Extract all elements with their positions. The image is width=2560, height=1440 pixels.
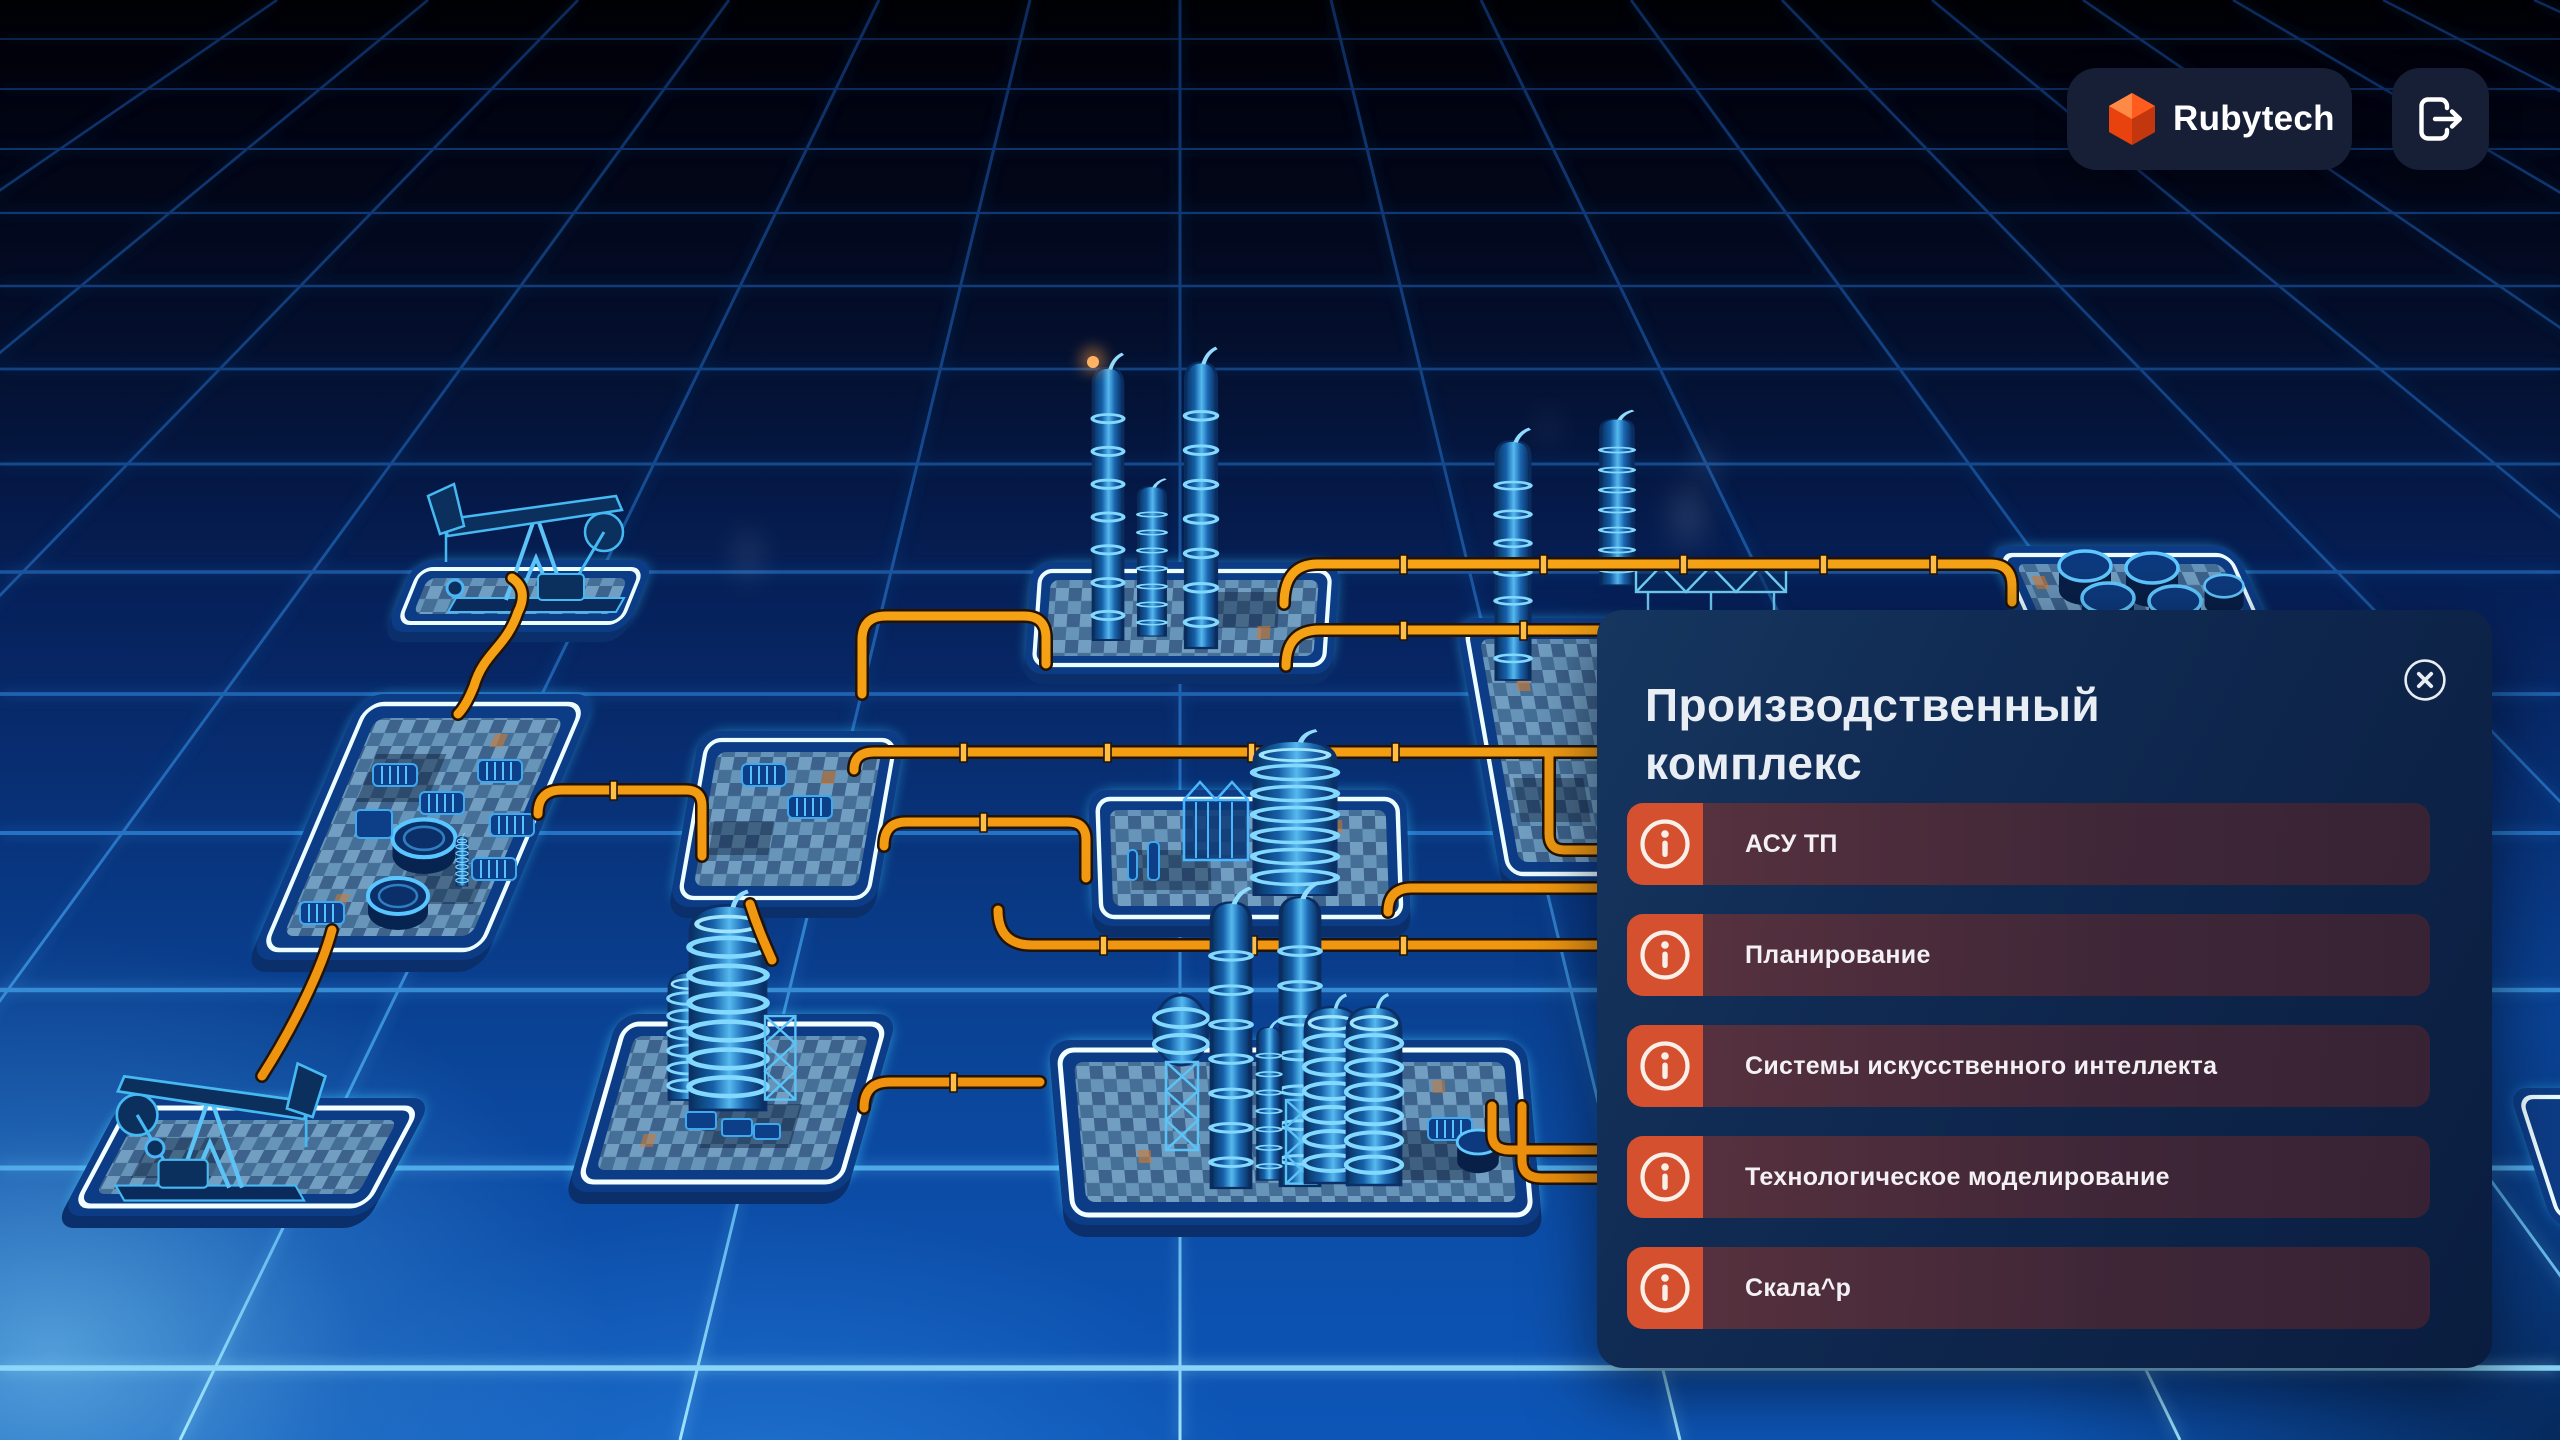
panel-item-list: АСУ ТП Планирование Системы искусственно… [1627, 803, 2430, 1329]
production-complex-panel: Производственный комплекс АСУ ТП Планиро… [1597, 610, 2492, 1368]
brand-label: Rubytech [2173, 99, 2335, 138]
pipes-front [255, 554, 2019, 1185]
item-label: АСУ ТП [1745, 829, 1838, 858]
logout-button[interactable] [2392, 68, 2489, 170]
panel-item-asu-tp[interactable]: АСУ ТП [1627, 803, 2430, 885]
item-label: Планирование [1745, 940, 1931, 969]
brand-badge: Rubytech [2067, 68, 2352, 170]
panel-item-skala-r[interactable]: Скала^р [1627, 1247, 2430, 1329]
x-circle-icon [2404, 659, 2446, 701]
item-label: Системы искусственного интеллекта [1745, 1051, 2218, 1080]
equipment-layer [116, 347, 2245, 1201]
info-circle-icon [1627, 914, 1703, 996]
close-button[interactable] [2403, 658, 2447, 702]
hexagon-icon [2109, 93, 2155, 145]
panel-item-ai-systems[interactable]: Системы искусственного интеллекта [1627, 1025, 2430, 1107]
info-circle-icon [1627, 1136, 1703, 1218]
platform-pumpjack-south[interactable] [54, 1098, 433, 1228]
sign-out-icon [2418, 97, 2462, 141]
panel-item-planning[interactable]: Планирование [1627, 914, 2430, 996]
info-circle-icon [1627, 1247, 1703, 1329]
panel-item-tech-modeling[interactable]: Технологическое моделирование [1627, 1136, 2430, 1218]
platform-sliver-southeast[interactable] [2508, 1088, 2560, 1228]
item-label: Технологическое моделирование [1745, 1162, 2170, 1191]
platform-process-mid-west[interactable] [667, 731, 906, 918]
item-label: Скала^р [1745, 1273, 1852, 1302]
pipes-back [847, 742, 1607, 956]
transformer-unit [1182, 780, 1250, 862]
smoke-layer [728, 402, 1724, 592]
pipe-rack-truss [1634, 564, 1788, 618]
panel-title: Производственный комплекс [1645, 678, 2101, 789]
info-circle-icon [1627, 803, 1703, 885]
info-circle-icon [1627, 1025, 1703, 1107]
